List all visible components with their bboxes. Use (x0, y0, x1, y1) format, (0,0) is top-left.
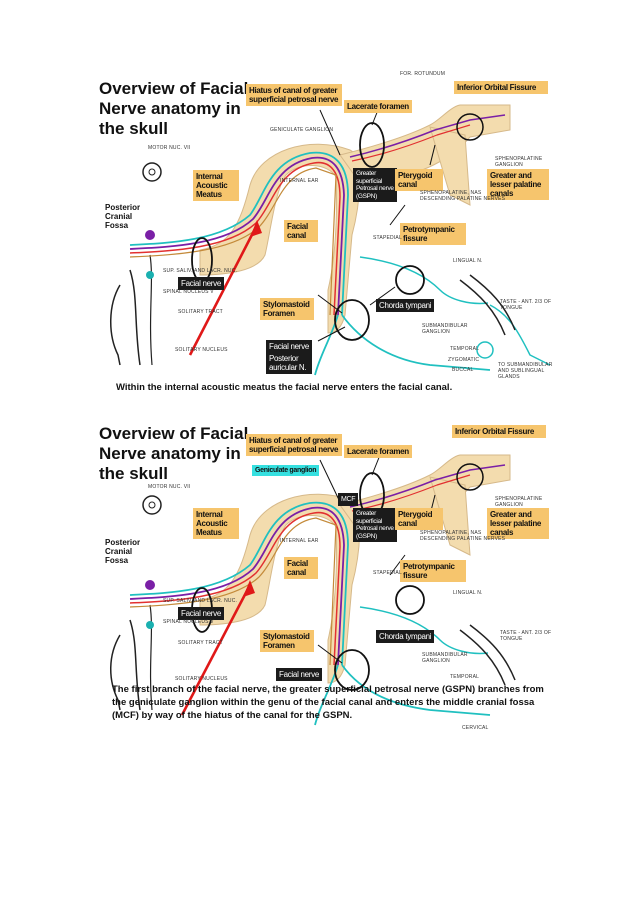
lingual-n-label-2: LINGUAL N. (453, 590, 483, 596)
solitary-tract-label-2: SOLITARY TRACT (178, 640, 223, 646)
inferior-orbital-fissure-label: Inferior Orbital Fissure (454, 81, 548, 94)
posterior-cranial-fossa-label: Posterior Cranial Fossa (105, 203, 141, 230)
facial-nerve-label: Facial nerve (178, 277, 224, 290)
diagram-title-2: Overview of Facial Nerve anatomy in the … (99, 424, 249, 483)
posterior-cranial-fossa-label-2: Posterior Cranial Fossa (105, 538, 141, 565)
pterygoid-canal-label: Pterygoid canal (395, 169, 443, 191)
chorda-tympani-label: Chorda tympani (376, 299, 435, 312)
facial-canal-label-2: Facial canal (284, 557, 318, 579)
hiatus-label-2: Hiatus of canal of greater superficial p… (246, 434, 342, 456)
mcf-label: MCF (338, 493, 359, 506)
lacerate-foramen-label-2: Lacerate foramen (344, 445, 412, 458)
internal-ear-label-2: INTERNAL EAR (280, 538, 319, 544)
lacerate-foramen-label: Lacerate foramen (344, 100, 412, 113)
spinal-nucleus-label-2: SPINAL NUCLEUS V (163, 619, 214, 625)
sup-saliv-label-2: SUP. SALIV. AND LACR. NUC. (163, 598, 238, 604)
stylomastoid-foramen-label-2: Stylomastoid Foramen (260, 630, 314, 652)
spinal-nucleus-label: SPINAL NUCLEUS V (163, 289, 214, 295)
internal-acoustic-meatus-label-2: Internal Acoustic Meatus (193, 508, 239, 539)
pterygoid-canal-label-2: Pterygoid canal (395, 508, 443, 530)
temporal-label: TEMPORAL (450, 346, 480, 352)
taste-label: TASTE - ANT. 2/3 OF TONGUE (500, 299, 552, 311)
temporal-label-2: TEMPORAL (450, 674, 480, 680)
descending-palatine-label: SPHENOPALATINE, NAS DESCENDING PALATINE … (420, 190, 506, 202)
internal-acoustic-meatus-label: Internal Acoustic Meatus (193, 170, 239, 201)
gspn-label-2: Greater superficial Petrosal nerve (GSPN… (353, 508, 397, 542)
cervical-label: CERVICAL (462, 725, 489, 731)
internal-ear-label: INTERNAL EAR (280, 178, 319, 184)
geniculate-ganglion-label: Geniculate ganglion (252, 465, 320, 476)
palatine-canals-label-2: Greater and lesser palatine canals (487, 508, 549, 539)
sphenopalatine-ganglion-label: SPHENOPALATINE GANGLION (495, 156, 543, 168)
buccal-label: BUCCAL (452, 367, 474, 373)
facial-nerve-illustration-1 (110, 104, 551, 376)
chorda-tympani-label-2: Chorda tympani (376, 630, 435, 643)
petrotympanic-fissure-label: Petrotympanic fissure (400, 223, 466, 245)
zygomatic-label: ZYGOMATIC (448, 357, 480, 363)
to-submandibular-label: TO SUBMANDIBULAR AND SUBLINGUAL GLANDS (498, 362, 553, 380)
facial-nerve-illustration-2 (110, 454, 516, 726)
solitary-nucleus-label: SOLITARY NUCLEUS (175, 347, 228, 353)
submandibular-ganglion-label-2: SUBMANDIBULAR GANGLION (422, 652, 468, 664)
petrotympanic-fissure-label-2: Petrotympanic fissure (400, 560, 466, 582)
for-rotundum-label: FOR. ROTUNDUM (400, 71, 446, 77)
stapedial-label: STAPEDIAL (373, 235, 402, 241)
posterior-auricular-label: Posterior auricular N. (266, 352, 312, 374)
diagram-panel-2: Overview of Facial Nerve anatomy in the … (90, 420, 560, 750)
stapedial-label-2: STAPEDIAL (373, 570, 402, 576)
inferior-orbital-fissure-label-2: Inferior Orbital Fissure (452, 425, 546, 438)
descending-palatine-label-2: SPHENOPALATINE, NAS DESCENDING PALATINE … (420, 530, 506, 542)
motor-nuc-label: MOTOR NUC. VII (148, 145, 191, 151)
lingual-n-label: LINGUAL N. (453, 258, 483, 264)
solitary-tract-label: SOLITARY TRACT (178, 309, 223, 315)
facial-nerve-label-lower: Facial nerve (266, 340, 312, 353)
panel2-caption: The first branch of the facial nerve, th… (112, 684, 544, 721)
facial-canal-label: Facial canal (284, 220, 318, 242)
sup-saliv-label: SUP. SALIV. AND LACR. NUC. (163, 268, 238, 274)
palatine-canals-label: Greater and lesser palatine canals (487, 169, 549, 200)
submandibular-ganglion-label: SUBMANDIBULAR GANGLION (422, 323, 468, 335)
geniculate-ganglion-small: GENICULATE GANGLION (270, 127, 334, 133)
stylomastoid-foramen-label: Stylomastoid Foramen (260, 298, 314, 320)
taste-label-2: TASTE - ANT. 2/3 OF TONGUE (500, 630, 552, 642)
panel1-caption: Within the internal acoustic meatus the … (116, 382, 453, 393)
hiatus-label: Hiatus of canal of greater superficial p… (246, 84, 342, 106)
motor-nuc-label-2: MOTOR NUC. VII (148, 484, 191, 490)
facial-nerve-label-lower-2: Facial nerve (276, 668, 322, 681)
diagram-title: Overview of Facial Nerve anatomy in the … (99, 79, 249, 138)
solitary-nucleus-label-2: SOLITARY NUCLEUS (175, 676, 228, 682)
gspn-label: Greater superficial Petrosal nerve (GSPN… (353, 168, 397, 202)
facial-nerve-label-2: Facial nerve (178, 607, 224, 620)
diagram-panel-1: Overview of Facial Nerve anatomy in the … (90, 65, 560, 410)
sphenopalatine-ganglion-label-2: SPHENOPALATINE GANGLION (495, 496, 543, 508)
